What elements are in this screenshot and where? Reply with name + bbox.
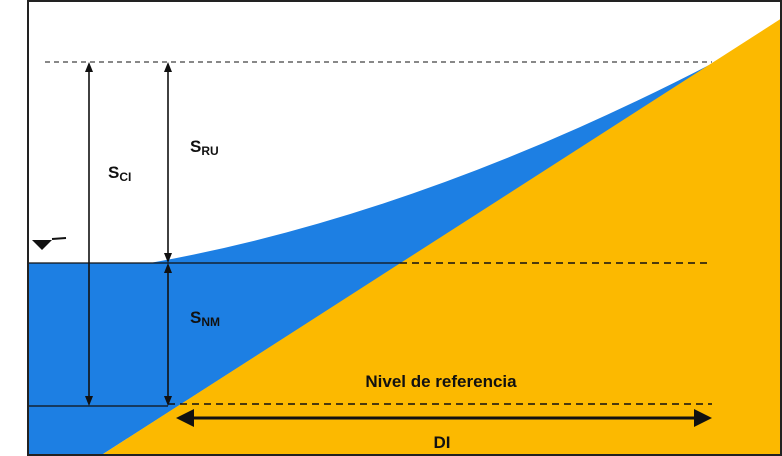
snm-label: SNM <box>190 308 220 329</box>
water-area <box>28 62 715 456</box>
water-level-marker-icon <box>32 237 67 250</box>
di-label: DI <box>434 433 451 452</box>
sci-label: SCI <box>108 163 131 184</box>
sci-arrow <box>85 62 93 406</box>
reference-level-label: Nivel de referencia <box>365 372 517 391</box>
sru-arrow <box>164 62 172 263</box>
snm-arrow <box>164 263 172 406</box>
ground-slope <box>100 18 782 456</box>
di-arrow <box>176 409 712 427</box>
sru-label: SRU <box>190 137 219 158</box>
diagram-border <box>27 0 782 456</box>
